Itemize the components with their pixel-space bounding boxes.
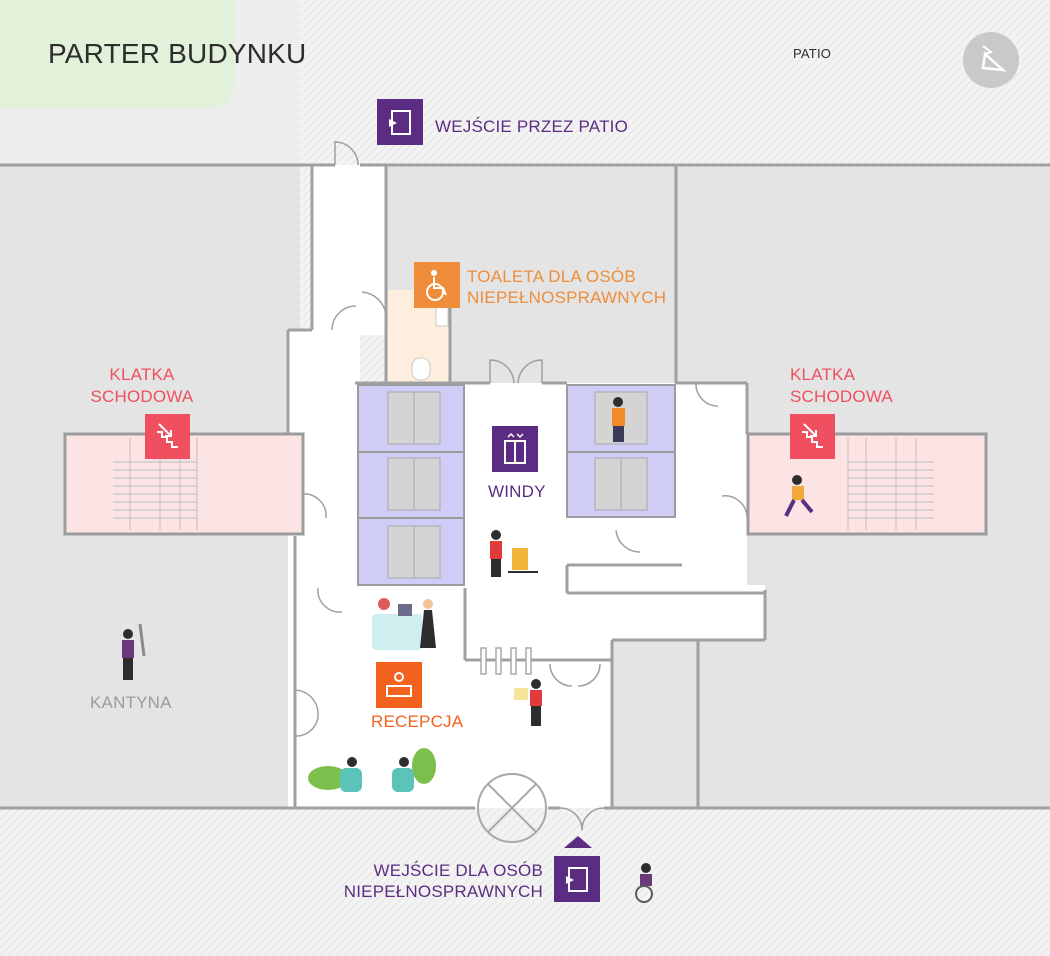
door-swings	[294, 141, 748, 831]
reception-monitor	[398, 604, 412, 616]
stairwell-right-label: KLATKA SCHODOWA	[790, 364, 893, 408]
door-icon	[566, 867, 588, 892]
stairwell-left-label-line2: SCHODOWA	[90, 387, 194, 406]
revolving-door	[477, 773, 547, 843]
elevators-label: WINDY	[488, 482, 546, 501]
accessible-entrance-label: WEJŚCIE DLA OSÓB NIEPEŁNOSPRAWNYCH	[330, 860, 543, 902]
patio-entrance-icon[interactable]	[377, 99, 423, 145]
canteen-label: KANTYNA	[90, 693, 172, 712]
door-icon	[389, 110, 411, 135]
plant-right	[412, 748, 436, 784]
worker-with-cart	[490, 530, 538, 577]
toilet-fixture	[411, 357, 431, 381]
compass-button[interactable]	[963, 32, 1019, 88]
person-with-fork	[122, 623, 146, 680]
receptionist-figure	[378, 598, 390, 610]
toilet-label-line2: NIEPEŁNOSPRAWNYCH	[467, 288, 667, 307]
patio-label: PATIO	[793, 46, 832, 61]
person-in-wheelchair	[635, 863, 653, 903]
stairwell-right-icon[interactable]	[790, 414, 835, 459]
plant-left	[308, 766, 348, 790]
stairwell-right-label-line1: KLATKA	[790, 365, 856, 384]
person-running-stairs	[784, 475, 814, 517]
green-area	[0, 0, 235, 108]
toilet-label: TOALETA DLA OSÓB NIEPEŁNOSPRAWNYCH	[467, 266, 666, 308]
armchair-left	[340, 768, 362, 792]
stairwell-left-label: KLATKA SCHODOWA	[80, 364, 204, 408]
visitor-figure	[423, 599, 433, 609]
person-with-package	[514, 679, 542, 726]
accessible-toilet-icon[interactable]	[414, 262, 460, 308]
patio-entrance-label: WEJŚCIE PRZEZ PATIO	[435, 117, 629, 136]
person-lounge-left	[347, 757, 357, 767]
accessible-entrance-label-line2: NIEPEŁNOSPRAWNYCH	[343, 882, 543, 901]
stairwell-right-label-line2: SCHODOWA	[790, 387, 893, 406]
stairs-icon	[802, 423, 823, 448]
page-title: PARTER BUDYNKU	[48, 38, 307, 69]
reception-desk	[372, 614, 422, 650]
elevators-icon[interactable]	[492, 426, 538, 472]
toilet-label-line1: TOALETA DLA OSÓB	[467, 267, 636, 286]
elevator-icon	[504, 432, 526, 464]
armchair-right	[392, 768, 414, 792]
compass-icon	[981, 45, 1007, 72]
reception-label: RECEPCJA	[371, 712, 464, 731]
handrail-bollards	[480, 647, 532, 675]
accessible-entrance-icon[interactable]	[554, 856, 600, 902]
person-in-elevator	[612, 397, 625, 442]
reception-icon-box[interactable]	[376, 662, 422, 708]
stairs-icon	[157, 423, 178, 448]
visitor-body	[420, 610, 436, 648]
entrance-direction-arrow	[564, 836, 592, 848]
walls	[0, 163, 1050, 810]
person-lounge-right	[399, 757, 409, 767]
stairwell-left-label-line1: KLATKA	[109, 365, 175, 384]
wheelchair-icon	[426, 270, 447, 301]
accessible-entrance-label-line1: WEJŚCIE DLA OSÓB	[373, 861, 543, 880]
stairwell-left-icon[interactable]	[145, 414, 190, 459]
right-lower-block	[612, 640, 698, 808]
stair-treads-right	[847, 438, 934, 530]
sink-fixture	[435, 305, 449, 327]
stairwell-right	[746, 432, 988, 536]
reception-icon	[386, 672, 412, 697]
